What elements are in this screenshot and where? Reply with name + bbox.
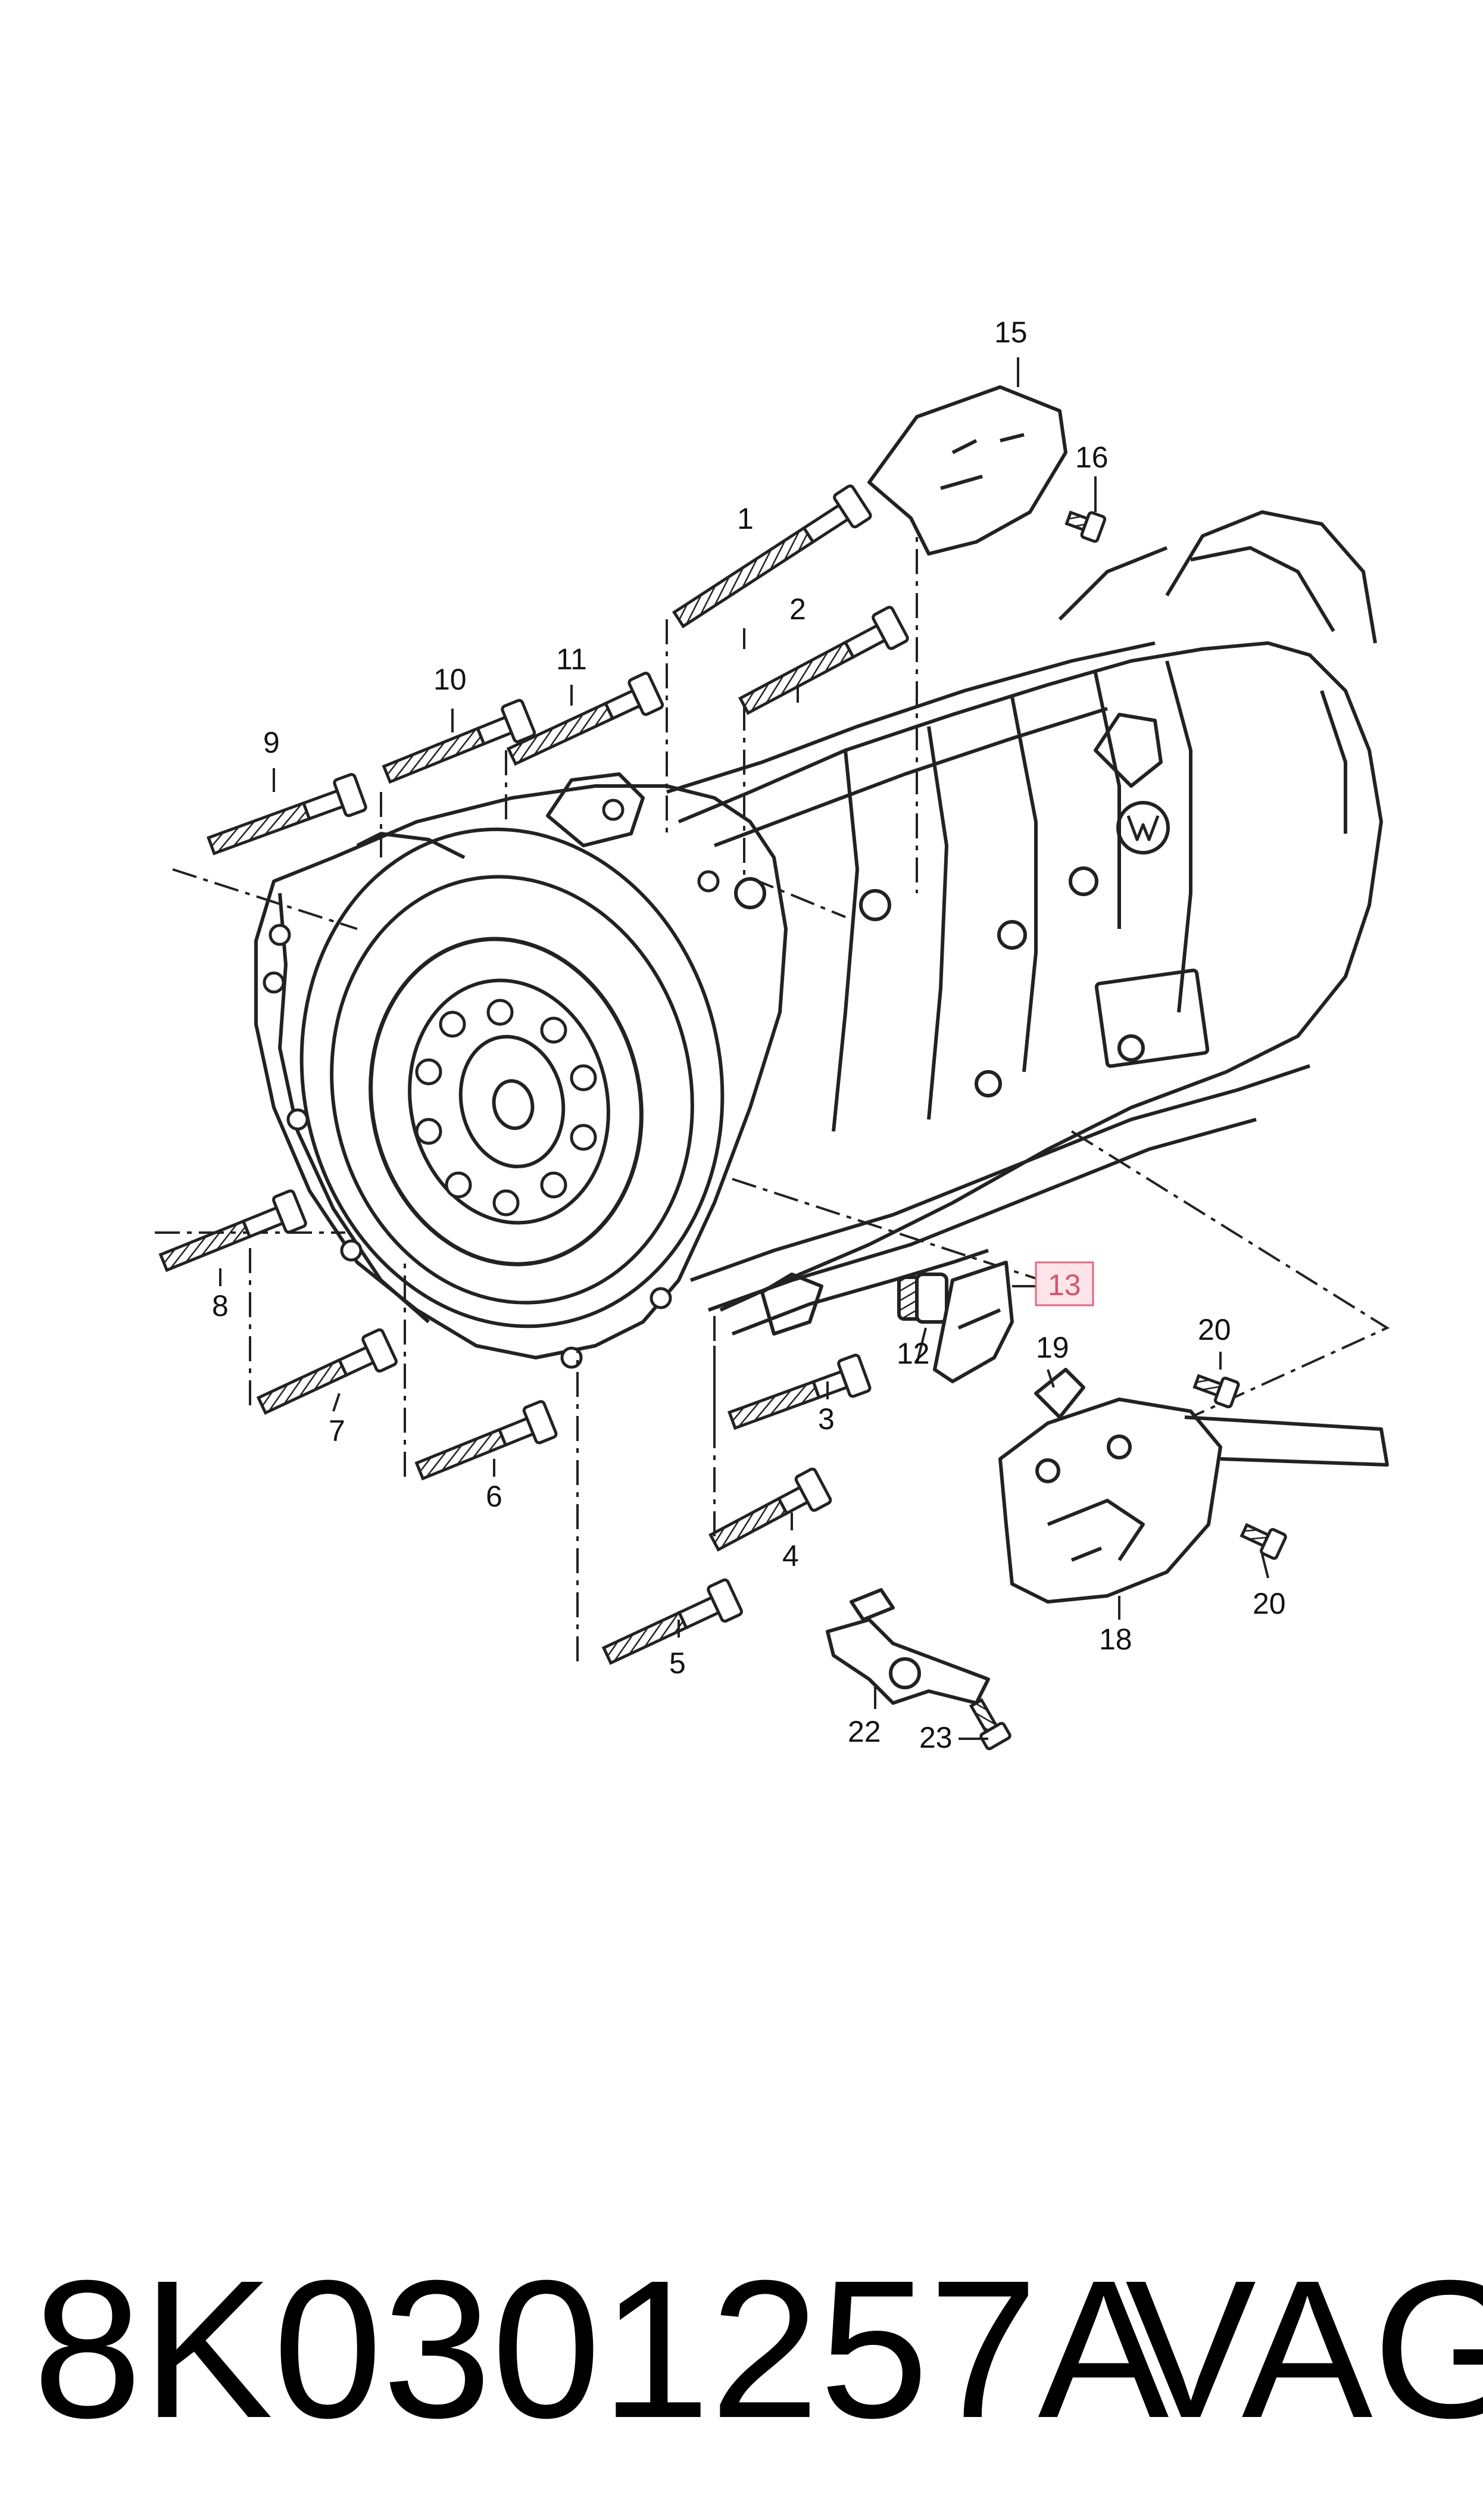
part-number: 8K0301257A (33, 2239, 1169, 2459)
bolt-4 (708, 1467, 832, 1552)
bolt-16 (1064, 510, 1107, 543)
leader-lines (155, 417, 1390, 1661)
callout-15[interactable]: 15 (994, 316, 1028, 349)
callout-11[interactable]: 11 (556, 643, 587, 676)
callout-2[interactable]: 2 (789, 592, 806, 626)
bolt-11 (506, 672, 664, 766)
bolt-10 (382, 698, 536, 784)
part-19-clip (1034, 1368, 1085, 1419)
callout-6[interactable]: 6 (486, 1480, 502, 1513)
bolt-6 (414, 1400, 558, 1481)
callout-numbers: 1 2 3 4 5 6 7 8 9 10 11 12 13 15 16 18 1… (212, 316, 1286, 1754)
callout-20-lower[interactable]: 20 (1253, 1587, 1286, 1620)
bolt-23 (969, 1698, 1011, 1751)
small-parts (826, 385, 1389, 1705)
part-12-plug (897, 1273, 948, 1324)
callout-3[interactable]: 3 (818, 1402, 835, 1436)
callout-8[interactable]: 8 (212, 1289, 229, 1323)
callout-13[interactable]: 13 (1048, 1268, 1081, 1302)
callout-1[interactable]: 1 (737, 502, 754, 535)
bolt-8 (158, 1189, 307, 1273)
bolts (158, 484, 1287, 1751)
bolt-20-lower (1240, 1523, 1287, 1560)
bolt-20-upper (1192, 1374, 1240, 1409)
bolt-1 (672, 484, 872, 629)
callout-leaders (219, 357, 1269, 1740)
callout-23[interactable]: 23 (919, 1721, 953, 1754)
callout-12[interactable]: 12 (897, 1337, 930, 1370)
bolt-7 (256, 1328, 398, 1415)
bolt-2 (738, 606, 909, 715)
callout-4[interactable]: 4 (782, 1539, 799, 1573)
bolt-3 (728, 1353, 872, 1430)
callout-9[interactable]: 9 (263, 726, 280, 759)
callout-5[interactable]: 5 (669, 1646, 686, 1680)
part-15-shield (867, 385, 1067, 556)
callout-10[interactable]: 10 (433, 663, 467, 696)
bolt-9 (207, 773, 367, 856)
callout-22[interactable]: 22 (848, 1715, 881, 1748)
transmission-housing (254, 510, 1383, 1369)
callout-20-upper[interactable]: 20 (1198, 1313, 1231, 1346)
callout-19[interactable]: 19 (1036, 1331, 1069, 1364)
brand-name: VAG (1125, 2239, 1483, 2459)
callout-16[interactable]: 16 (1075, 441, 1109, 474)
highlight-box-13 (1035, 1261, 1094, 1306)
bolt-5 (601, 1578, 743, 1666)
callout-7[interactable]: 7 (329, 1414, 345, 1448)
callout-18[interactable]: 18 (1099, 1623, 1132, 1656)
